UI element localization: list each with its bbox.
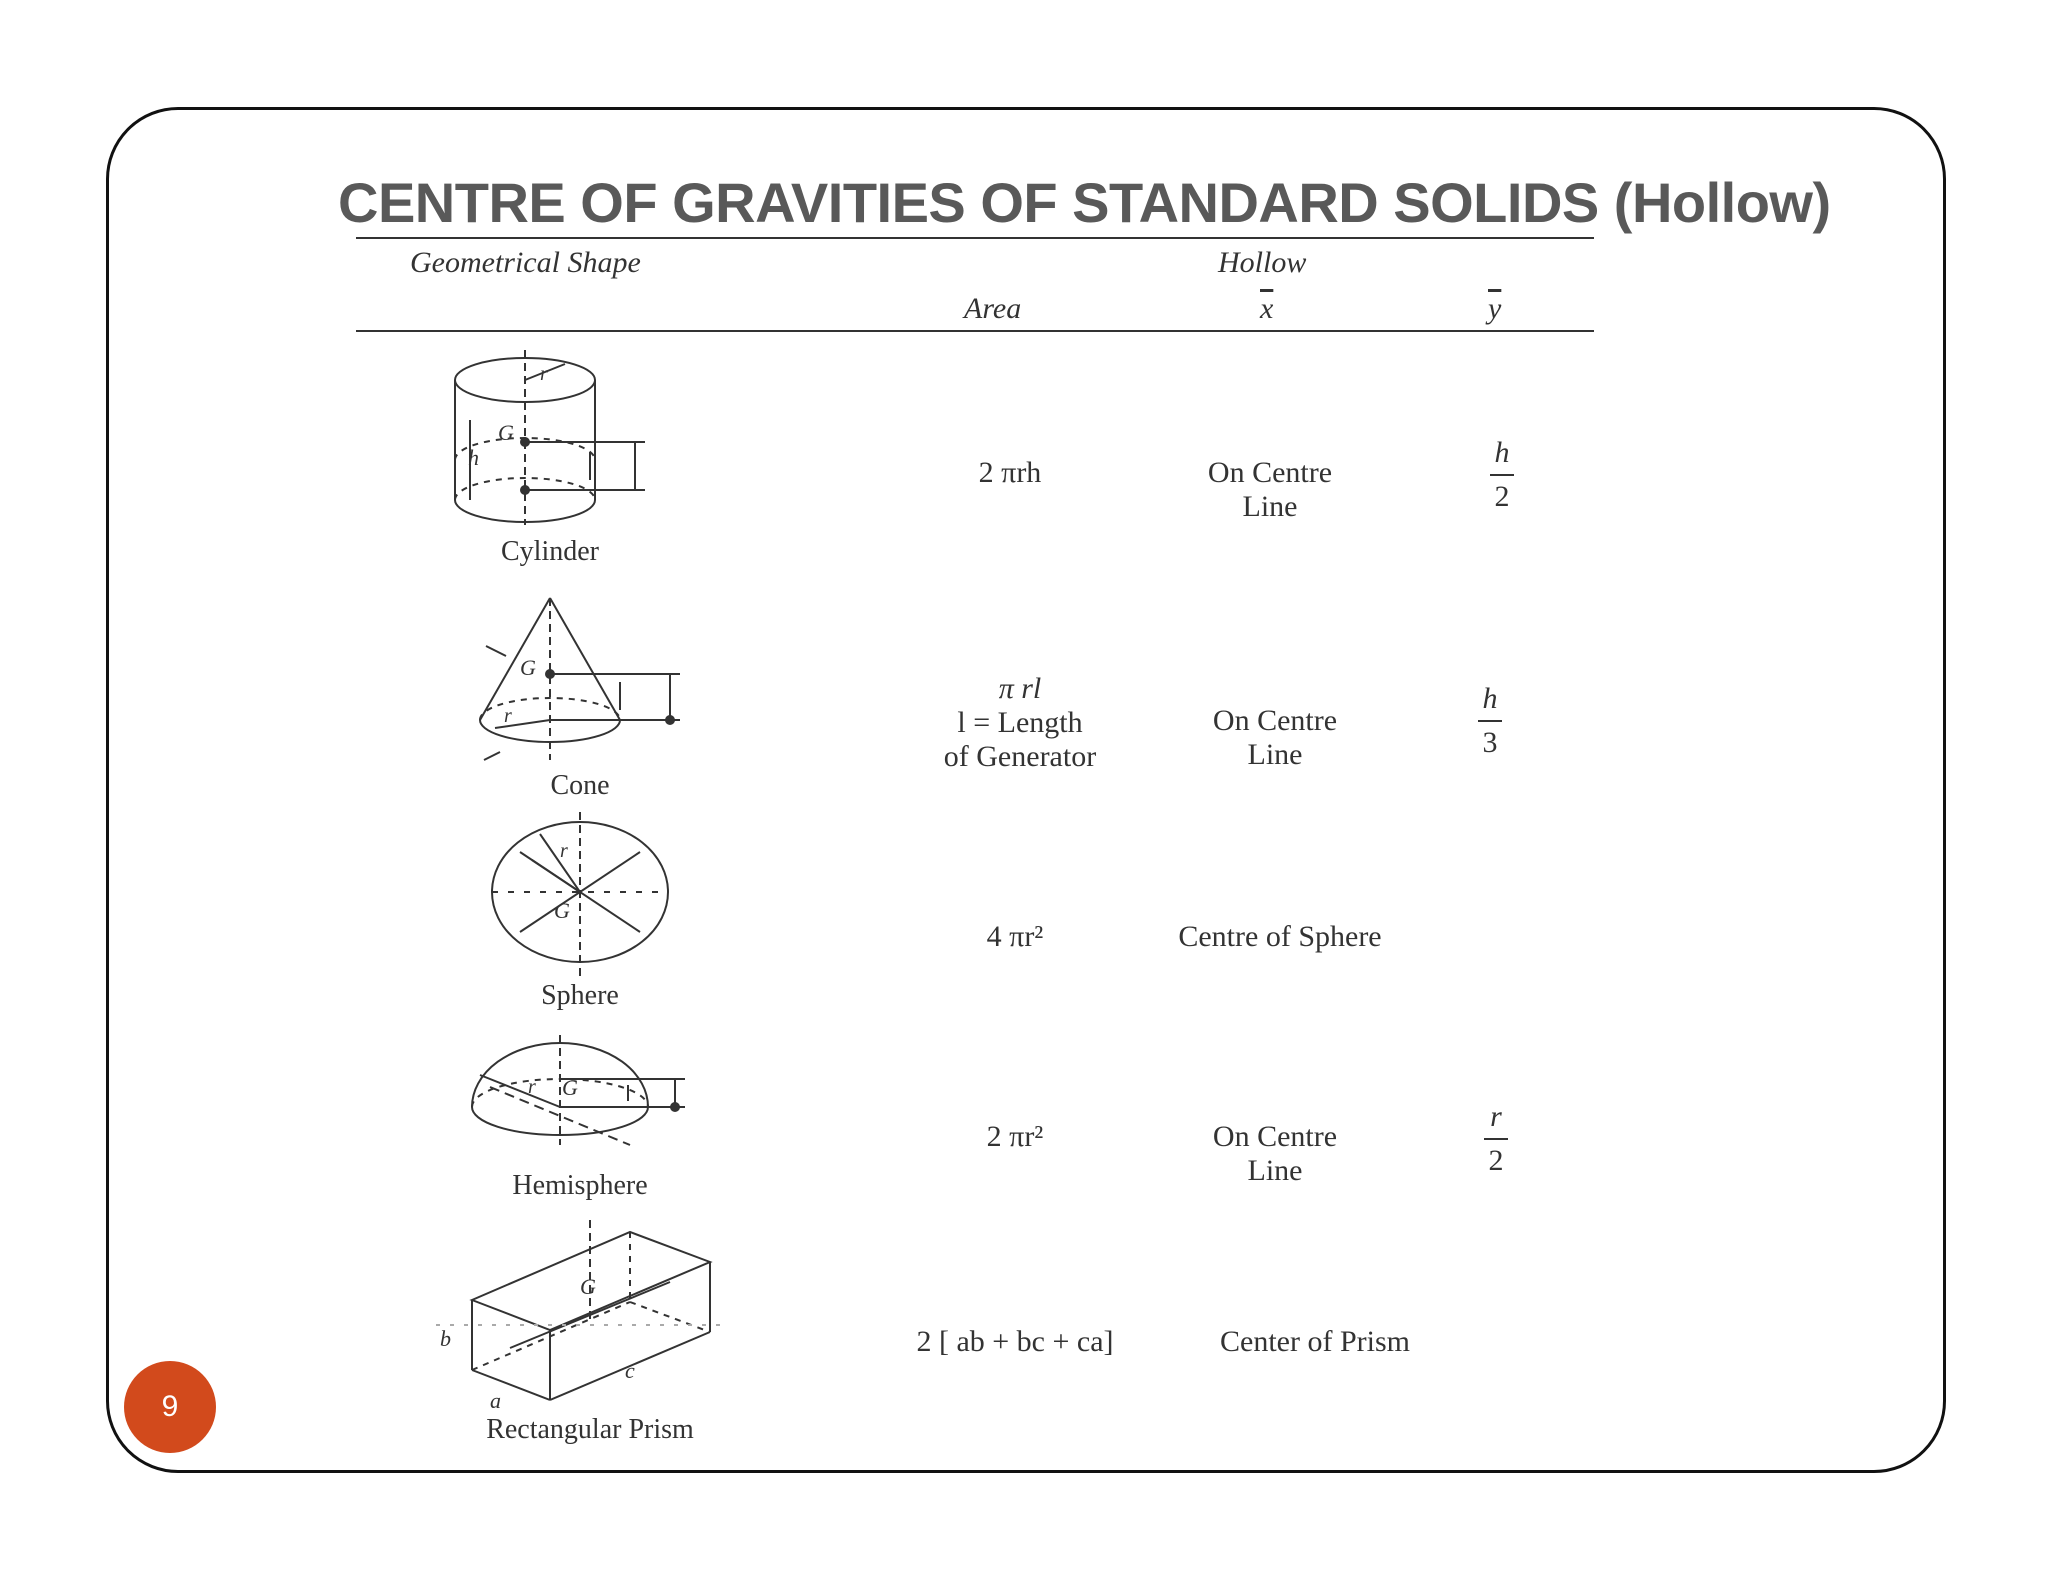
- prism-side-b-label: b: [440, 1326, 451, 1351]
- cone-x-bar: On Centre Line: [1165, 704, 1385, 772]
- cylinder-y-den: 2: [1494, 480, 1510, 513]
- cylinder-icon: r h G: [454, 350, 645, 525]
- rectangular-prism-x-bar: Center of Prism: [1170, 1325, 1460, 1359]
- rectangular-prism-x-line-1: Center of Prism: [1220, 1325, 1410, 1358]
- slide-frame: [106, 107, 1946, 1473]
- cylinder-caption: Cylinder: [501, 536, 599, 567]
- hemisphere-caption: Hemisphere: [512, 1170, 648, 1201]
- cone-y-den: 3: [1482, 726, 1498, 759]
- cone-x-line-1: On Centre: [1212, 704, 1338, 737]
- table-header-rule: [356, 330, 1594, 332]
- hemisphere-y-den: 2: [1488, 1144, 1504, 1177]
- hemisphere-x-line-1: On Centre: [1212, 1120, 1338, 1153]
- prism-side-a-label: a: [490, 1388, 501, 1410]
- cylinder-y-fraction-bar: [1490, 474, 1514, 476]
- cone-g-label: G: [520, 655, 536, 680]
- rectangular-prism-area: 2 [ ab + bc + ca]: [916, 1325, 1114, 1358]
- hemisphere-y-num: r: [1490, 1100, 1502, 1133]
- header-geometrical-shape: Geometrical Shape: [410, 246, 641, 279]
- cone-y-num: h: [1482, 682, 1498, 715]
- cylinder-x-line-1: On Centre: [1207, 456, 1333, 489]
- cone-area-line-3: of Generator: [943, 740, 1097, 773]
- prism-g-label: G: [580, 1274, 596, 1299]
- cylinder-height-label: h: [468, 445, 479, 470]
- header-y-bar: y: [1488, 292, 1502, 325]
- cylinder-x-bar: On Centre Line: [1160, 456, 1380, 524]
- header-area: Area: [964, 292, 1022, 325]
- rectangular-prism-icon: G b a c: [436, 1220, 730, 1410]
- table-top-rule: [356, 237, 1594, 239]
- hemisphere-y-fraction-bar: [1484, 1138, 1508, 1140]
- prism-side-c-label: c: [625, 1358, 635, 1383]
- cylinder-y-bar: h 2: [1482, 436, 1522, 514]
- cone-area-line-1: π rl: [998, 672, 1042, 705]
- cylinder-radius-label: r: [540, 363, 548, 385]
- cone-x-line-2: Line: [1247, 738, 1303, 771]
- header-x-bar: x: [1260, 292, 1274, 325]
- cone-area: π rl l = Length of Generator: [900, 672, 1140, 774]
- cone-icon: G r: [479, 597, 680, 761]
- cone-radius-label: r: [504, 705, 512, 727]
- hemisphere-radius-label: r: [528, 1076, 536, 1098]
- sphere-area: 4 πr²: [986, 920, 1044, 953]
- cylinder-x-line-2: Line: [1242, 490, 1298, 523]
- cylinder-y-num: h: [1494, 436, 1510, 469]
- sphere-x-bar: Centre of Sphere: [1130, 920, 1430, 954]
- page-title: CENTRE OF GRAVITIES OF STANDARD SOLIDS (…: [338, 171, 1831, 234]
- sphere-icon: r G: [491, 812, 669, 977]
- hemisphere-icon: r G: [471, 1035, 685, 1146]
- sphere-radius-label: r: [560, 840, 568, 862]
- sphere-g-label: G: [554, 898, 570, 923]
- cone-area-line-2: l = Length: [957, 706, 1083, 739]
- cone-y-bar: h 3: [1470, 682, 1510, 760]
- sphere-caption: Sphere: [541, 980, 619, 1011]
- hemisphere-area: 2 πr²: [986, 1120, 1044, 1153]
- hemisphere-g-label: G: [562, 1075, 578, 1100]
- sphere-x-line-1: Centre of Sphere: [1178, 920, 1382, 953]
- page-number-badge: 9: [124, 1361, 216, 1453]
- cylinder-area: 2 πrh: [978, 456, 1042, 489]
- header-hollow: Hollow: [1218, 246, 1307, 279]
- hemisphere-y-bar: r 2: [1476, 1100, 1516, 1178]
- cone-caption: Cone: [550, 770, 610, 801]
- hemisphere-x-bar: On Centre Line: [1165, 1120, 1385, 1188]
- hemisphere-x-line-2: Line: [1247, 1154, 1303, 1187]
- rectangular-prism-caption: Rectangular Prism: [486, 1414, 694, 1445]
- cone-y-fraction-bar: [1478, 720, 1502, 722]
- cylinder-g-label: G: [498, 420, 514, 445]
